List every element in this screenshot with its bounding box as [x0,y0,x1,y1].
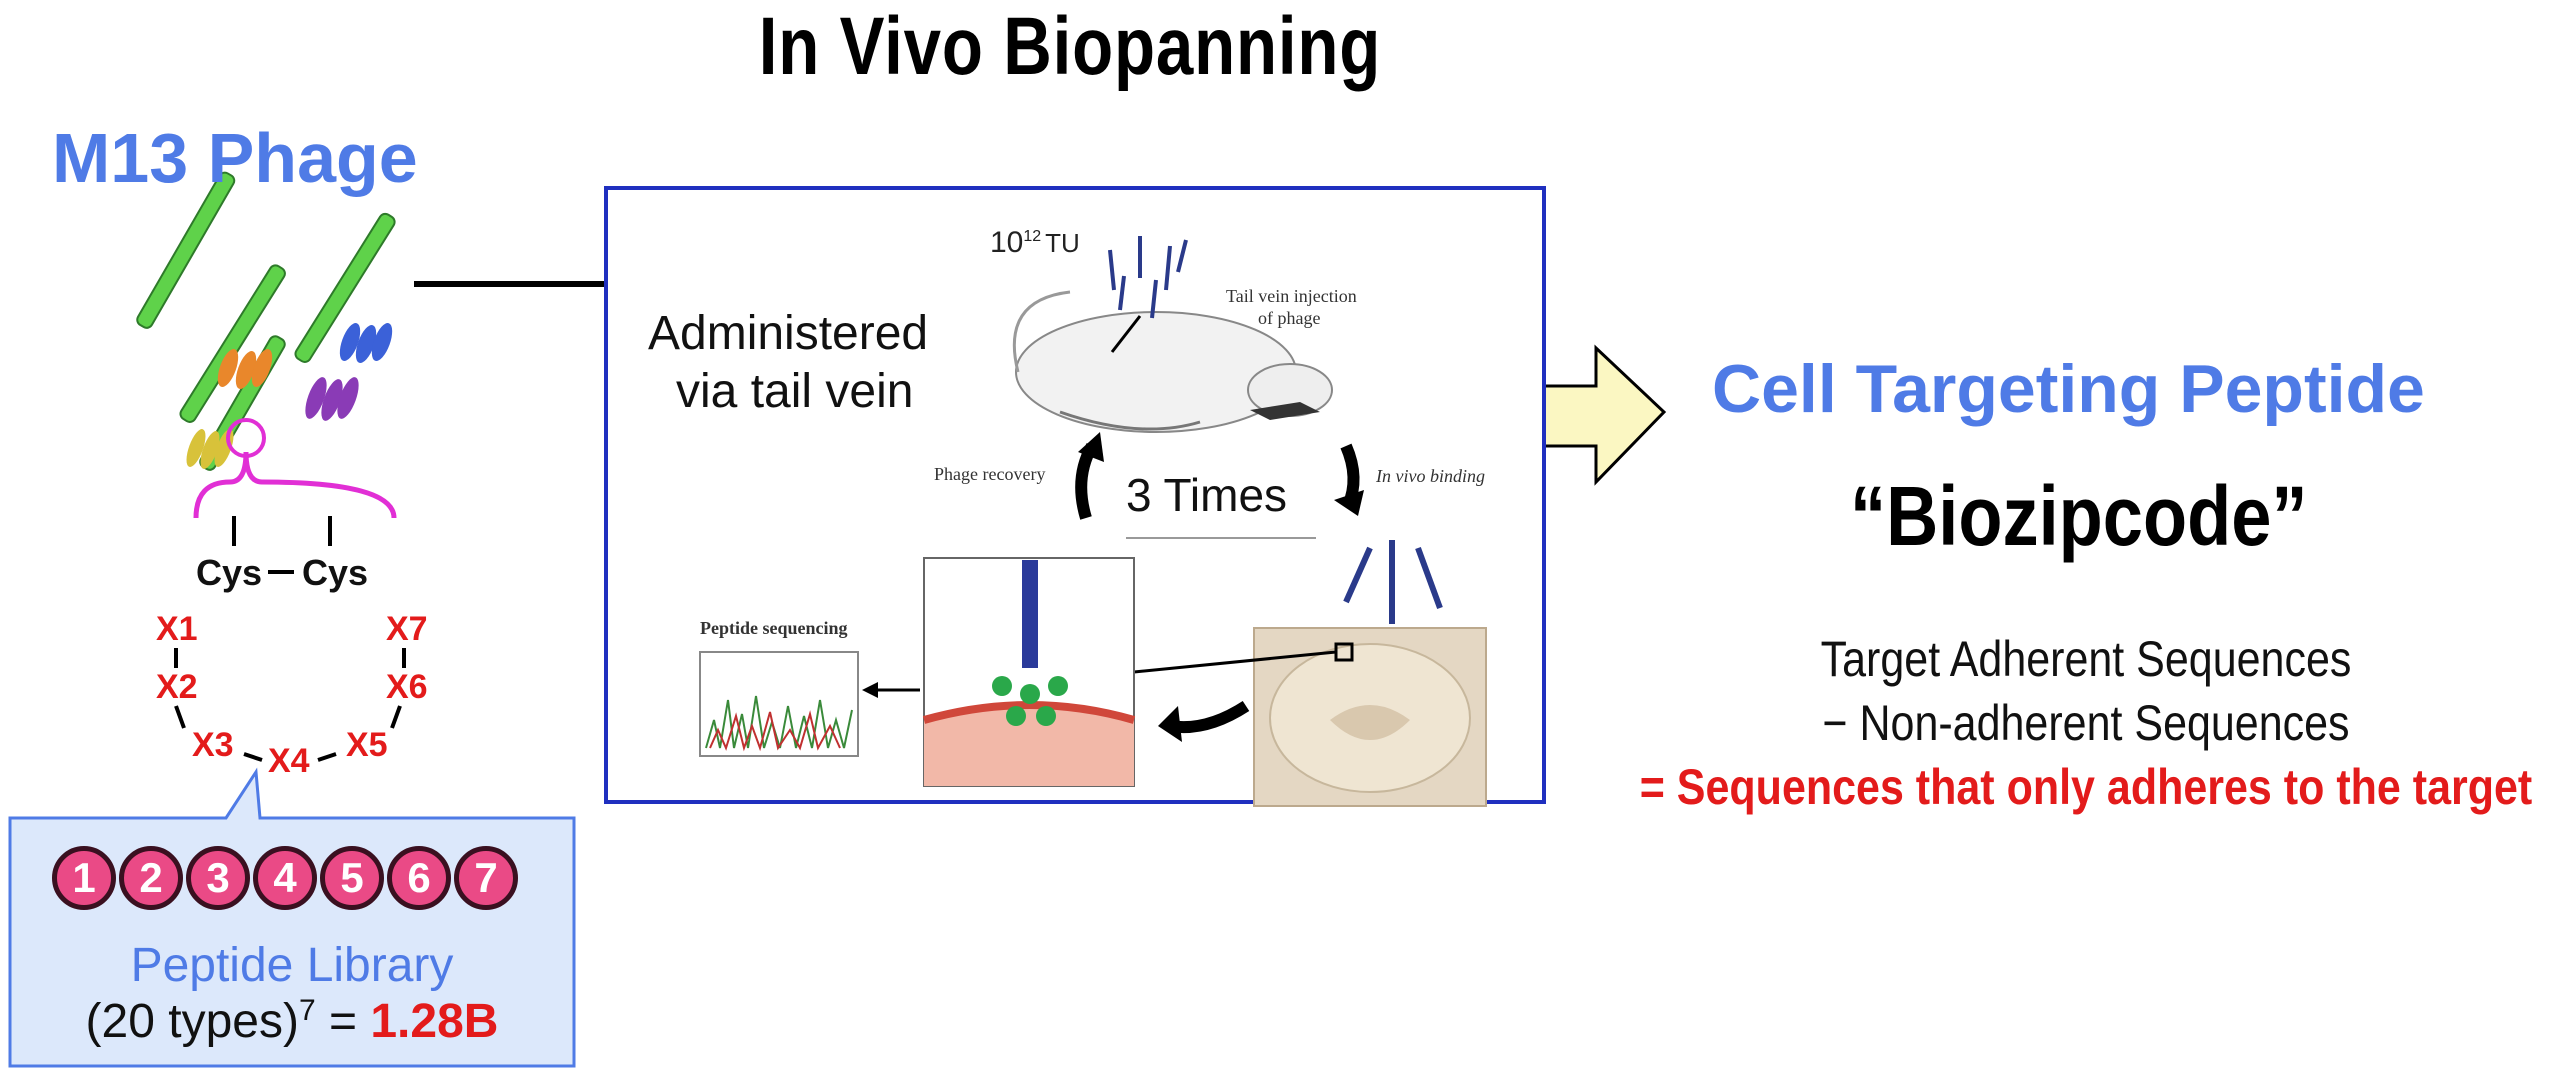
residue-x6: X6 [386,668,428,706]
tail-vein-note-2: of phage [1258,308,1321,328]
mouse-illustration [1012,290,1333,433]
tissue-section [1253,627,1487,807]
formula-result: 1.28B [370,995,499,1048]
residue-x5: X5 [346,726,388,764]
cell-binding-box [922,557,1136,787]
dose-unit: TU [1045,228,1080,258]
phage-recovery-label: Phage recovery [934,464,1046,484]
library-callout-box [8,767,576,1068]
formula-prefix: (20 types) [85,995,299,1048]
library-bead-2: 2 [119,846,183,910]
cyclic-peptide-bonds [174,516,406,762]
biozipcode-label: “Biozipcode” [1850,469,2308,563]
target-adherent-line: Target Adherent Sequences [1820,631,2352,687]
result-line: = Sequences that only adheres to the tar… [1639,759,2533,815]
peptide-sequencing-label: Peptide sequencing [700,618,848,638]
formula-eq: = [315,995,371,1048]
administered-label: Administered [648,307,929,360]
non-adherent-line: − Non-adherent Sequences [1822,695,2350,751]
m13-phage-heading: M13 Phage [52,119,418,197]
library-bead-5: 5 [320,846,384,910]
residue-x4: X4 [268,742,310,780]
residue-x1: X1 [156,610,198,648]
library-bead-1: 1 [52,846,116,910]
library-bead-3: 3 [186,846,250,910]
cycle-count-label: 3 Times [1126,469,1288,521]
page-title: In Vivo Biopanning [758,1,1382,92]
bracket [193,451,397,519]
sequencing-chart [699,651,859,757]
library-label: Peptide Library [130,939,454,992]
library-bead-6: 6 [387,846,451,910]
library-bead-4: 4 [253,846,317,910]
recovery-arrow [1075,443,1098,520]
in-vivo-binding-label: In vivo binding [1376,466,1485,486]
tail-vein-note-1: Tail vein injection [1226,286,1357,306]
phage-particles [136,171,396,471]
library-bead-7: 7 [454,846,518,910]
residue-cys-2: Cys [302,552,369,593]
cell-targeting-heading: Cell Targeting Peptide [1712,351,2425,427]
via-tail-vein-label: via tail vein [676,365,914,418]
library-formula: (20 types)7 = 1.28B [8,994,576,1049]
dose-exponent: 12 [1023,228,1042,245]
residue-x7: X7 [386,610,428,648]
residue-x3: X3 [192,726,234,764]
residue-x2: X2 [156,668,198,706]
syringes [1108,236,1188,319]
residue-cys-1: Cys [196,552,263,593]
dose-base: 10 [990,226,1024,259]
formula-exponent: 7 [298,994,316,1027]
